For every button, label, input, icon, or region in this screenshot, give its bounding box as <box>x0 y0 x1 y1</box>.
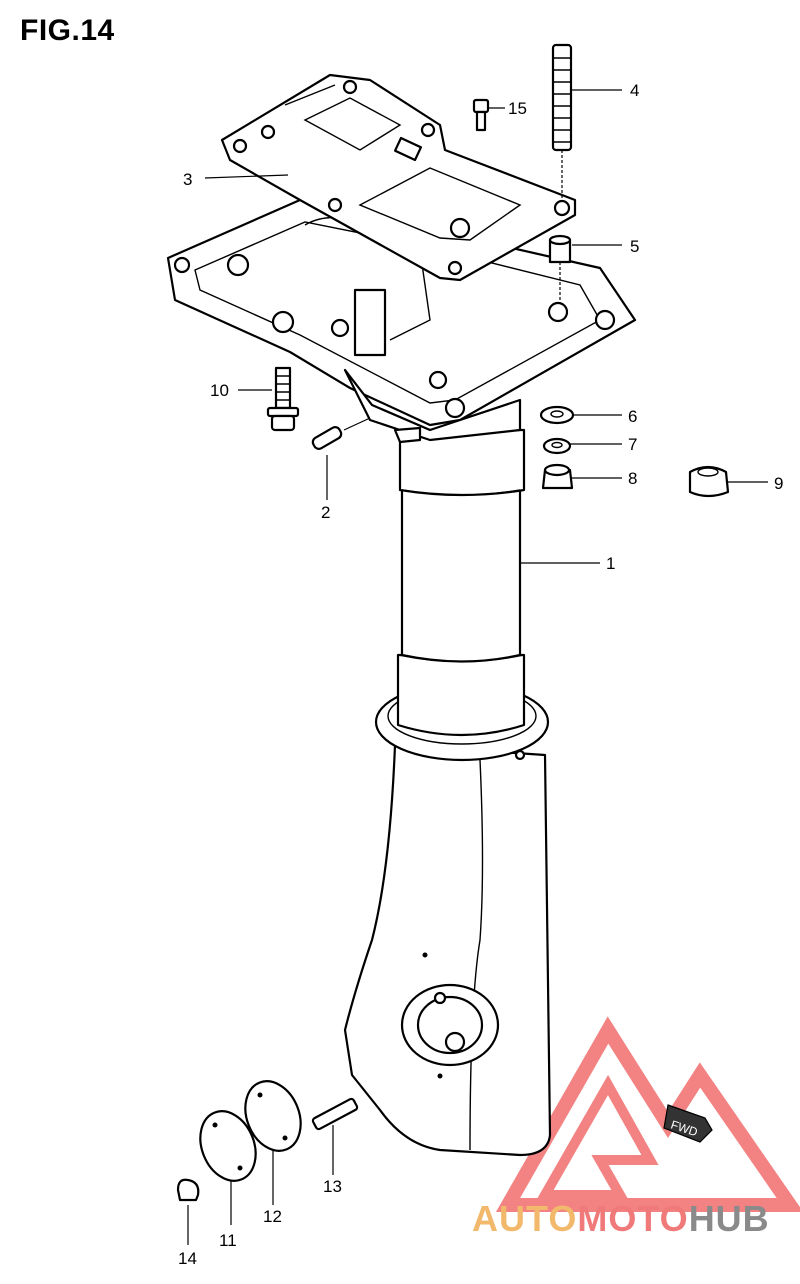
callout-7: 7 <box>628 435 637 454</box>
small-stud <box>311 1097 359 1131</box>
callout-3: 3 <box>183 170 192 189</box>
watermark-text: AUTOMOTOHUB <box>472 1198 770 1240</box>
callout-12: 12 <box>263 1207 282 1226</box>
callout-13: 13 <box>323 1177 342 1196</box>
callout-11: 11 <box>219 1231 237 1250</box>
washer <box>539 405 575 425</box>
figure-title: FIG.14 <box>20 14 115 47</box>
dowel-sleeve <box>548 234 572 264</box>
dowel-pin <box>311 426 343 450</box>
callout-labels: 1 2 3 4 5 6 7 8 9 10 11 12 13 14 15 <box>178 81 783 1268</box>
watermark-part-c: HUB <box>688 1198 770 1239</box>
small-bolt <box>472 98 490 132</box>
callout-1: 1 <box>606 554 615 573</box>
hex-nut <box>541 463 574 490</box>
callout-10: 10 <box>210 381 229 400</box>
callout-9: 9 <box>774 474 783 493</box>
gasket <box>220 73 577 282</box>
callout-14: 14 <box>178 1249 197 1268</box>
cover-gasket <box>244 1080 302 1152</box>
stud-bolt <box>551 43 573 152</box>
lock-washer <box>542 437 572 455</box>
callout-15: 15 <box>508 99 527 118</box>
watermark-part-b: MOTO <box>577 1198 689 1239</box>
callout-8: 8 <box>628 469 637 488</box>
watermark-logo <box>495 1016 800 1212</box>
mount-frame <box>166 198 637 444</box>
fwd-arrow-tag: FWD <box>663 1104 713 1143</box>
callout-5: 5 <box>630 237 639 256</box>
callout-2: 2 <box>321 503 330 522</box>
drive-shaft-housing <box>343 428 552 1157</box>
callout-6: 6 <box>628 407 637 426</box>
flange-bolt <box>266 366 300 432</box>
cap-nut <box>176 1178 200 1202</box>
leader-lines <box>187 89 768 1245</box>
callout-4: 4 <box>630 81 639 100</box>
cover-plate <box>199 1110 257 1182</box>
watermark-part-a: AUTO <box>472 1198 578 1239</box>
flange-nut <box>688 465 730 498</box>
